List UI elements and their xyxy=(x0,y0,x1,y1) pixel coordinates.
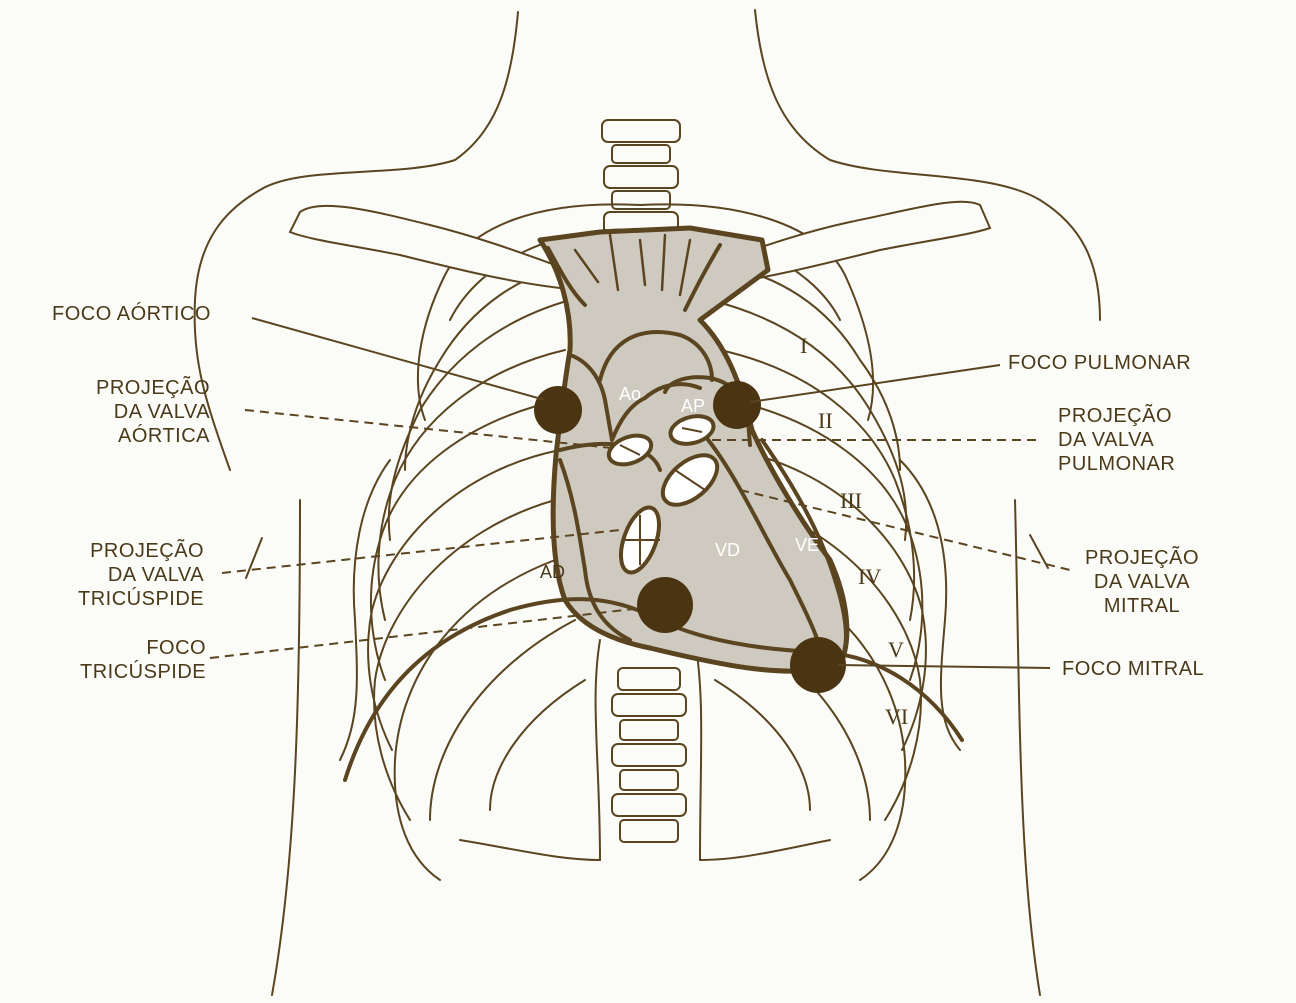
label-projecao-valva-pulmonar: PROJEÇÃO DA VALVA PULMONAR xyxy=(1058,404,1175,476)
label-foco-mitral: FOCO MITRAL xyxy=(1062,657,1204,681)
tricuspid-focus-dot xyxy=(637,577,693,633)
rib-numeral-2: II xyxy=(818,408,833,434)
left-arm-line xyxy=(246,538,262,578)
label-right-atrium: AD xyxy=(540,562,565,583)
leader-foco-pulmonar xyxy=(750,365,1000,402)
label-left-ventricle: VE xyxy=(795,535,819,556)
label-right-ventricle: VD xyxy=(715,540,740,561)
label-pulmonary-artery: AP xyxy=(681,396,705,417)
neck-right-outline xyxy=(755,10,1100,320)
rib-numeral-5: V xyxy=(888,637,904,663)
label-projecao-valva-aortica: PROJEÇÃO DA VALVA AÓRTICA xyxy=(96,376,210,448)
rib-numeral-3: III xyxy=(840,488,862,514)
rib-numeral-6: VI xyxy=(885,704,908,730)
torso-left-outline xyxy=(272,500,300,995)
aortic-focus-dot xyxy=(534,386,582,434)
label-projecao-valva-tricuspide: PROJEÇÃO DA VALVA TRICÚSPIDE xyxy=(78,539,204,611)
rib-numeral-4: IV xyxy=(858,564,881,590)
pulmonary-focus-dot xyxy=(713,381,761,429)
label-foco-pulmonar: FOCO PULMONAR xyxy=(1008,351,1191,375)
label-aorta: Ao xyxy=(619,384,641,405)
label-projecao-valva-mitral: PROJEÇÃO DA VALVA MITRAL xyxy=(1085,546,1199,618)
label-foco-aortico: FOCO AÓRTICO xyxy=(52,302,211,326)
label-foco-tricuspide: FOCO TRICÚSPIDE xyxy=(80,636,206,684)
mitral-focus-dot xyxy=(790,637,846,693)
rib-numeral-1: I xyxy=(800,333,807,359)
torso-right-outline xyxy=(1015,500,1040,995)
